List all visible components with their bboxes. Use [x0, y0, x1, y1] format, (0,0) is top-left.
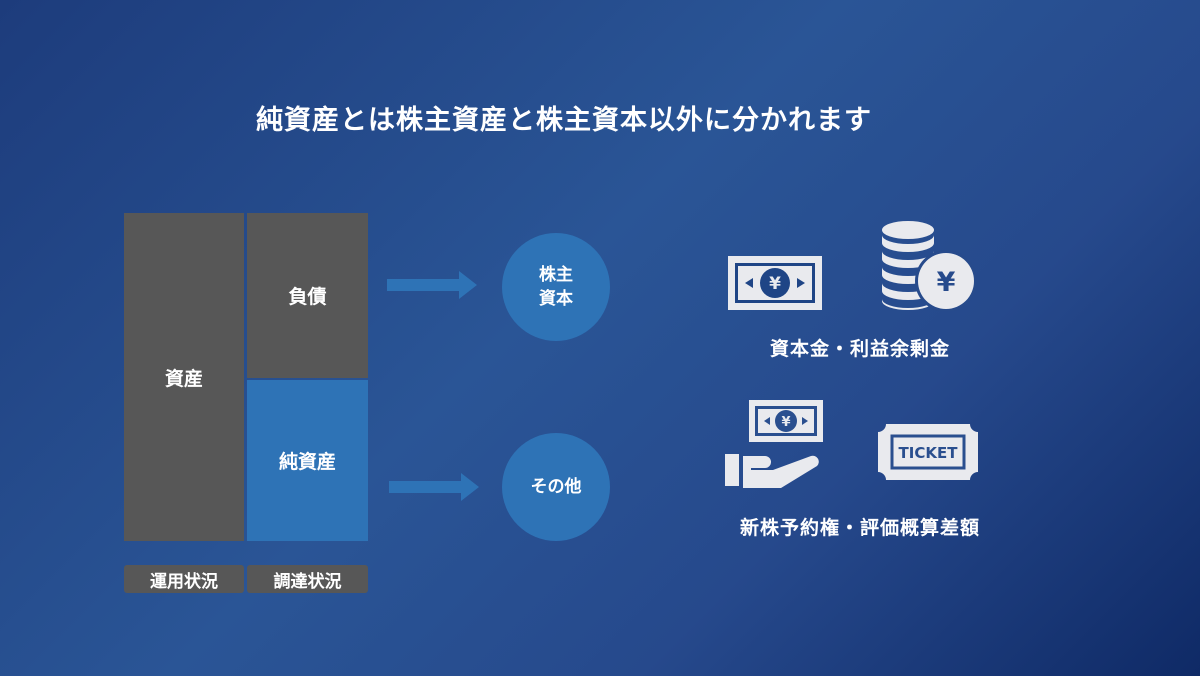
shareholders-equity-circle: 株主 資本 — [502, 233, 610, 341]
liabilities-label: 負債 — [288, 286, 327, 308]
net-assets-block: 純資産 — [247, 380, 368, 541]
hand-banknote-icon: ¥ — [725, 400, 823, 488]
circle-label-line1: 株主 — [539, 265, 573, 285]
operation-status-label: 運用状況 — [124, 565, 244, 593]
other-circle: その他 — [502, 433, 610, 541]
arrow-right-icon — [387, 271, 477, 299]
circle-label-other: その他 — [530, 477, 582, 497]
coin-stack-yen-icon: ¥ — [882, 221, 977, 311]
capital-caption: 資本金・利益余剰金 — [769, 338, 950, 360]
svg-text:¥: ¥ — [937, 267, 956, 298]
circle-label-line2: 資本 — [539, 289, 573, 309]
arrow-right-icon — [389, 473, 479, 501]
stock-options-caption: 新株予約権・評価概算差額 — [739, 517, 980, 539]
liabilities-block: 負債 — [247, 213, 368, 378]
assets-label: 資産 — [164, 367, 203, 390]
svg-text:¥: ¥ — [781, 415, 790, 430]
funding-status-label: 調達状況 — [247, 565, 368, 593]
ticket-text: TICKET — [899, 444, 959, 462]
svg-text:¥: ¥ — [769, 274, 781, 294]
banknote-yen-icon: ¥ — [728, 256, 822, 310]
page-title: 純資産とは株主資産と株主資本以外に分かれます — [256, 105, 872, 136]
ticket-icon: TICKET — [878, 424, 978, 480]
assets-block: 資産 — [124, 213, 244, 541]
net-assets-label: 純資産 — [278, 451, 336, 473]
